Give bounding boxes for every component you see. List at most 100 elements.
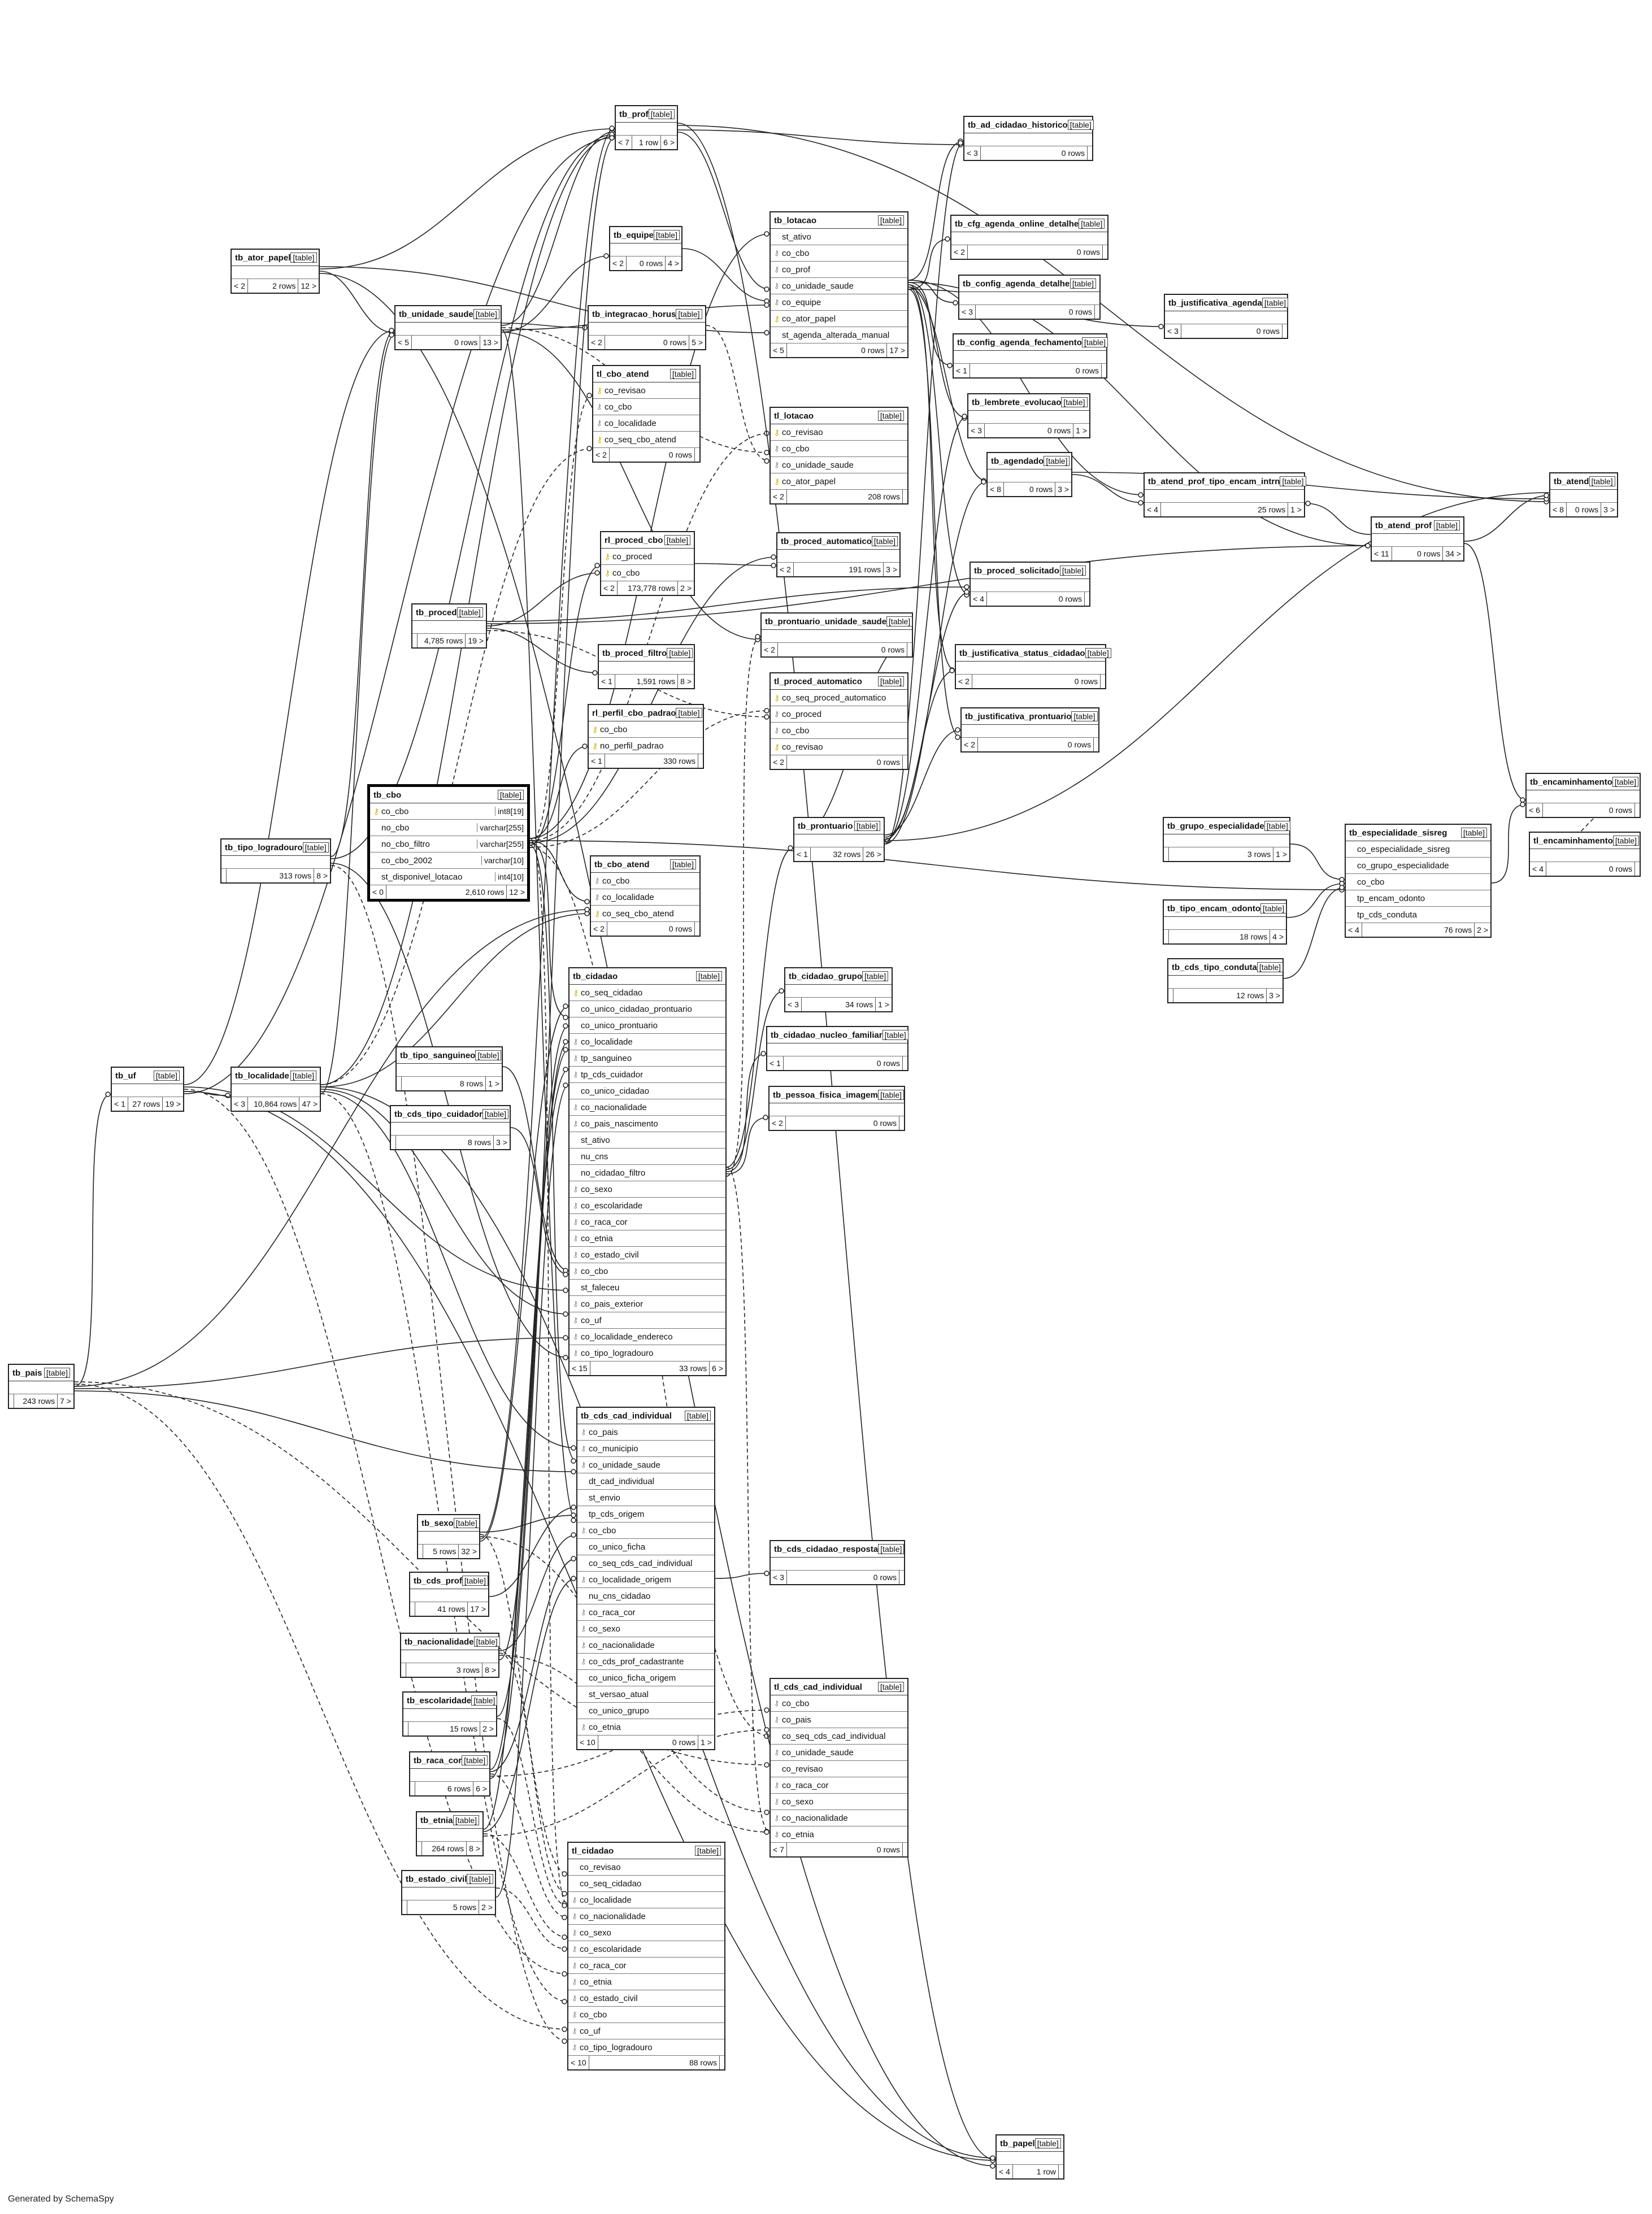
parents-count[interactable]: < 8 <box>988 482 1004 496</box>
parents-count[interactable]: < 1 <box>954 364 970 377</box>
table-rl-perfil-cbo-padrao[interactable]: rl_perfil_cbo_padrao[table]⚷co_cbo⚷no_pe… <box>588 704 704 769</box>
parents-count[interactable]: < 2 <box>770 1116 786 1130</box>
children-count[interactable]: 1 > <box>1076 426 1087 435</box>
children-count[interactable]: 13 > <box>482 338 498 347</box>
parents-count[interactable]: < 4 <box>971 592 987 606</box>
parents-count[interactable] <box>1168 989 1173 1002</box>
children-count[interactable] <box>903 755 907 769</box>
children-count[interactable] <box>695 922 699 936</box>
children-count[interactable] <box>1635 862 1640 876</box>
parents-count[interactable] <box>221 869 227 882</box>
parents-count[interactable]: < 5 <box>395 336 412 349</box>
parents-count[interactable] <box>410 1782 415 1795</box>
parents-count[interactable]: < 2 <box>956 675 972 688</box>
table-tb-cds-cad-individual[interactable]: tb_cds_cad_individual[table]⚷co_pais⚷co_… <box>576 1407 715 1750</box>
children-count[interactable] <box>1101 675 1105 688</box>
parents-count[interactable]: < 11 <box>1372 547 1392 560</box>
parents-count[interactable]: < 2 <box>593 448 610 462</box>
parents-count[interactable]: < 15 <box>569 1362 590 1375</box>
parents-count[interactable]: < 4 <box>1346 923 1362 937</box>
parents-count[interactable]: < 3 <box>968 424 985 437</box>
children-count[interactable] <box>903 1843 907 1856</box>
children-count[interactable]: 7 > <box>60 1397 71 1406</box>
parents-count[interactable]: < 1 <box>589 754 605 768</box>
table-tb-especialidade-sisreg[interactable]: tb_especialidade_sisreg[table]co_especia… <box>1345 824 1492 938</box>
children-count[interactable]: 2 > <box>481 1903 493 1912</box>
children-count[interactable] <box>1103 245 1107 259</box>
parents-count[interactable]: < 2 <box>232 279 248 293</box>
parents-count[interactable]: < 1 <box>767 1056 784 1070</box>
parents-count[interactable]: < 0 <box>370 885 386 899</box>
parents-count[interactable]: < 2 <box>777 563 794 576</box>
children-count[interactable]: 1 > <box>878 1000 889 1009</box>
children-count[interactable]: 2 > <box>1477 925 1488 934</box>
parents-count[interactable] <box>1164 930 1169 943</box>
children-count[interactable]: 3 > <box>1603 505 1615 514</box>
parents-count[interactable] <box>402 1900 407 1914</box>
parents-count[interactable]: < 10 <box>568 2056 589 2069</box>
parents-count[interactable]: < 1 <box>112 1097 128 1111</box>
children-count[interactable] <box>1283 324 1287 338</box>
children-count[interactable] <box>1088 146 1092 160</box>
parents-count[interactable]: < 2 <box>762 643 778 656</box>
children-count[interactable]: 34 > <box>1445 549 1461 558</box>
parents-count[interactable]: < 8 <box>1550 503 1567 516</box>
table-tb-lotacao[interactable]: tb_lotacao[table]st_ativo⚷co_cbo⚷co_prof… <box>770 211 908 358</box>
parents-count[interactable]: < 3 <box>232 1097 248 1111</box>
children-count[interactable]: 4 > <box>668 259 679 268</box>
children-count[interactable] <box>903 1056 907 1070</box>
children-count[interactable]: 3 > <box>1058 485 1069 494</box>
parents-count[interactable]: < 2 <box>951 245 968 259</box>
parents-count[interactable]: < 2 <box>771 755 787 769</box>
children-count[interactable] <box>698 754 703 768</box>
children-count[interactable] <box>1085 592 1089 606</box>
children-count[interactable]: 17 > <box>889 346 905 355</box>
parents-count[interactable]: < 7 <box>616 136 632 149</box>
children-count[interactable]: 8 > <box>485 1665 496 1674</box>
children-count[interactable] <box>899 1571 904 1584</box>
children-count[interactable]: 1 > <box>1290 505 1302 514</box>
parents-count[interactable] <box>410 1602 415 1616</box>
children-count[interactable]: 1 > <box>701 1738 712 1747</box>
children-count[interactable]: 5 > <box>692 338 703 347</box>
children-count[interactable]: 19 > <box>468 636 484 645</box>
parents-count[interactable]: < 2 <box>610 256 627 270</box>
parents-count[interactable]: < 3 <box>1165 324 1181 338</box>
children-count[interactable]: 4 > <box>1272 932 1284 941</box>
children-count[interactable]: 6 > <box>663 138 675 147</box>
children-count[interactable] <box>1635 803 1640 817</box>
children-count[interactable]: 2 > <box>482 1724 494 1733</box>
children-count[interactable]: 26 > <box>866 850 881 859</box>
table-tl-lotacao[interactable]: tl_lotacao[table]⚷co_revisao⚷co_cbo⚷co_u… <box>770 407 908 504</box>
children-count[interactable]: 3 > <box>1269 991 1280 1000</box>
parents-count[interactable] <box>412 634 418 647</box>
table-rl-proced-cbo[interactable]: rl_proced_cbo[table]⚷co_proced⚷co_cbo< 2… <box>600 531 695 596</box>
